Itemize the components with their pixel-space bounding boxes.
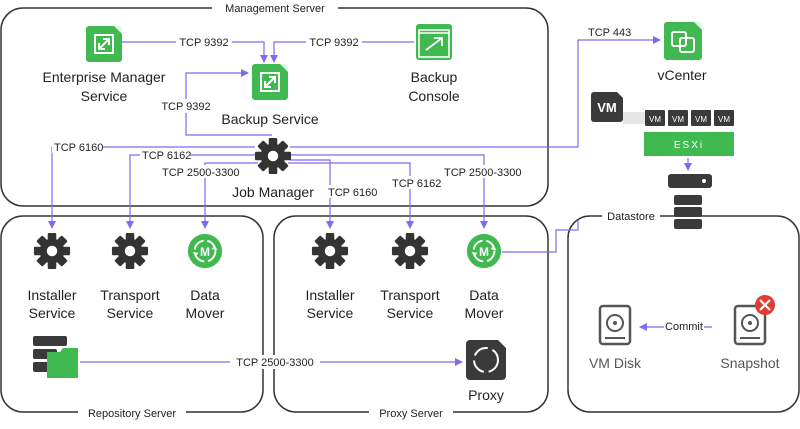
vm-small-2: VM [672,115,684,124]
vcenter-label: vCenter [657,67,706,83]
proxy-transport-node: Transport Service [380,232,440,321]
snapshot-node: Snapshot [720,295,780,371]
proxy-label: Proxy [468,387,504,403]
proxy-installer-gear-icon [311,232,349,270]
console-label-1: Backup [411,69,458,85]
repo-transport-label-1: Transport [100,287,160,303]
backup-service-label: Backup Service [221,111,318,127]
vm-disk-label: VM Disk [589,355,642,371]
vm-small-3: VM [695,115,707,124]
proxy-installer-label-2: Service [307,305,354,321]
repo-mover-label-1: Data [190,287,220,303]
repo-mover-glyph: M [200,245,210,259]
job-manager-node: Job Manager [232,137,314,200]
proxy-data-mover-node: M Data Mover [465,232,504,321]
vm-small-4: VM [718,115,730,124]
repo-installer-label-2: Service [29,305,76,321]
port-rep-installer: TCP 6160 [54,142,103,154]
port-prx-installer: TCP 6160 [328,187,377,199]
snapshot-label: Snapshot [720,355,779,371]
job-manager-label: Job Manager [232,184,314,200]
host-server-icon [668,174,712,188]
esxi-host: VM VM VM VM VM ESXi [591,92,734,229]
proxy-mover-glyph: M [479,245,489,259]
esxi-bar [644,132,734,156]
proxy-transport-label-2: Service [387,305,434,321]
port-prx-mover: TCP 2500-3300 [444,167,521,179]
management-server-title: Management Server [225,3,325,15]
port-console-bs: TCP 9392 [309,37,358,49]
esxi-label: ESXi [674,140,704,151]
backup-console-node: Backup Console [408,24,460,104]
proxy-mover-label-2: Mover [465,305,504,321]
vcenter-icon [664,22,702,60]
repo-installer-node: Installer Service [27,232,77,321]
port-em-bs: TCP 9392 [179,37,228,49]
commit-label: Commit [665,321,703,333]
em-label-1: Enterprise Manager [43,69,166,85]
repo-installer-label-1: Installer [27,287,76,303]
proxy-server-title: Proxy Server [379,408,443,420]
datastore-title: Datastore [607,211,655,223]
console-label-2: Console [408,88,460,104]
vcenter-node: vCenter [657,22,707,83]
proxy-transport-label-1: Transport [380,287,440,303]
enterprise-manager-icon [86,26,122,62]
repository-storage-icon [33,336,78,378]
repo-transport-node: Transport Service [100,232,160,321]
repo-transport-label-2: Service [107,305,154,321]
vm-badge-label: VM [597,100,617,115]
port-prx-transport: TCP 6162 [392,178,441,190]
backup-service-icon [252,64,288,100]
repo-mover-label-2: Mover [186,305,225,321]
vm-disk-node: VM Disk [589,304,642,371]
port-bs-left: TCP 9392 [161,101,210,113]
enterprise-manager-node: Enterprise Manager Service [43,26,166,104]
proxy-mover-label-1: Data [469,287,499,303]
backup-service-node: Backup Service [221,64,319,127]
repo-installer-gear-icon [33,232,71,270]
proxy-transport-gear-icon [391,232,429,270]
proxy-installer-label-1: Installer [305,287,354,303]
snapshot-icon [733,304,767,346]
vm-badge-icon [591,92,623,122]
proxy-installer-node: Installer Service [305,232,355,321]
port-rep-mover: TCP 2500-3300 [162,167,239,179]
port-repo-proxy: TCP 2500-3300 [236,357,313,369]
repo-transport-gear-icon [111,232,149,270]
em-label-2: Service [81,88,128,104]
job-manager-gear-icon [254,137,292,175]
port-vcenter: TCP 443 [588,27,631,39]
repo-data-mover-node: M Data Mover [186,232,225,321]
proxy-node: Proxy [466,340,506,403]
vm-small-1: VM [649,115,661,124]
proxy-icon [466,340,506,380]
port-rep-transport: TCP 6162 [142,150,191,162]
repository-server-title: Repository Server [88,408,176,420]
vm-disk-icon [598,304,632,346]
